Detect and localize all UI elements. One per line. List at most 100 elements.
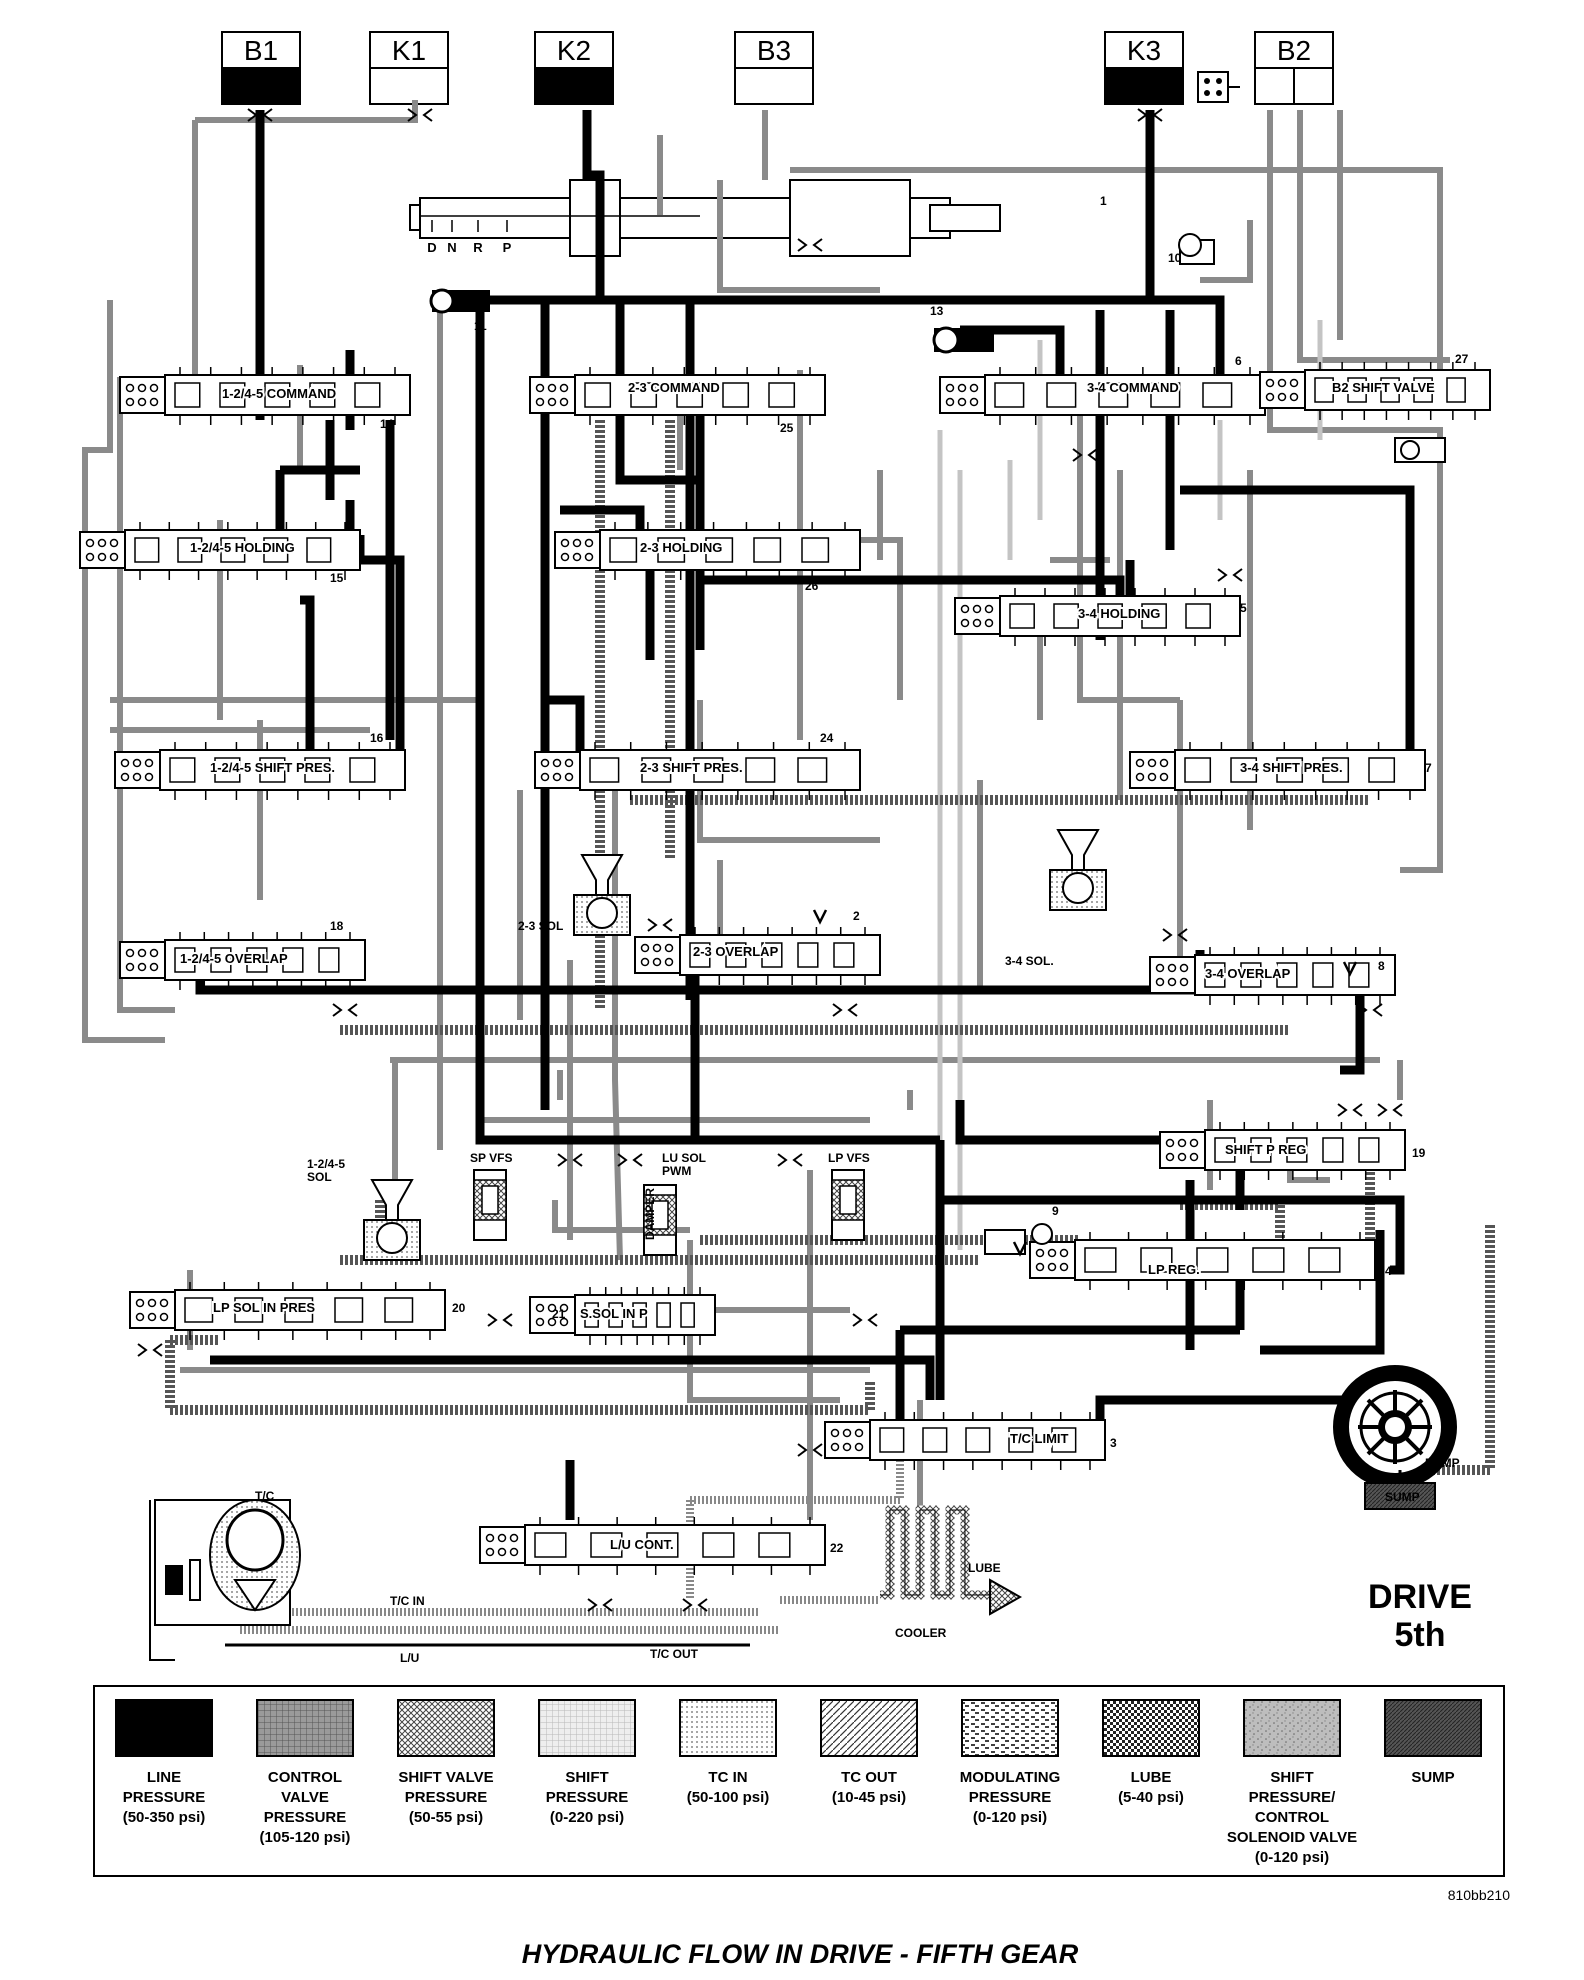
- gear-state-line-1: DRIVE: [1368, 1578, 1472, 1616]
- orifice-marker: [247, 108, 273, 122]
- clutch-b3: B3: [734, 31, 814, 105]
- solenoid-2-3-sol: 2-3 SOL: [518, 854, 631, 936]
- valve-number: 25: [780, 421, 794, 435]
- legend-text: PRESSURE: [405, 1789, 488, 1806]
- valve-number: 5: [1240, 601, 1247, 615]
- solenoid-label: 1-2/4-5: [307, 1157, 345, 1171]
- solenoid-label: 2-3 SOL: [518, 919, 563, 933]
- orifice-marker: [647, 918, 673, 932]
- valve-number: 20: [452, 1301, 466, 1315]
- valve-number: 27: [1455, 352, 1469, 366]
- legend-text: SHIFT VALVE: [398, 1769, 493, 1786]
- legend-swatch: [1384, 1699, 1482, 1757]
- legend-swatch: [961, 1699, 1059, 1757]
- valve-lp-reg: LP REG. 4: [1029, 1232, 1392, 1290]
- valve-label: 3-4 OVERLAP: [1205, 966, 1291, 981]
- solenoid-label: LU SOL: [662, 1151, 706, 1165]
- legend-text: SOLENOID VALVE: [1227, 1829, 1357, 1846]
- valve-number: 18: [330, 919, 344, 933]
- diagram-caption: HYDRAULIC FLOW IN DRIVE - FIFTH GEAR: [522, 1939, 1079, 1969]
- valve-label: 2-3 OVERLAP: [693, 944, 779, 959]
- valve-label: 2-3 HOLDING: [640, 540, 722, 555]
- orifice-marker: [407, 108, 433, 122]
- orifice-marker: [1162, 928, 1188, 942]
- clutch-k3: K3: [1104, 31, 1184, 105]
- legend-text: LUBE: [1131, 1769, 1172, 1786]
- label-tc: T/C: [255, 1489, 275, 1503]
- legend-text: TC IN: [708, 1769, 747, 1786]
- legend-text: (0-120 psi): [1255, 1849, 1329, 1866]
- callout-number-1: 1: [1100, 194, 1107, 208]
- legend-text: (105-120 psi): [260, 1829, 351, 1846]
- label-tc-in: T/C IN: [390, 1594, 425, 1608]
- clutch-k2: K2: [534, 31, 614, 105]
- solenoid-label: PWM: [662, 1164, 691, 1178]
- selector-position-p: P: [503, 240, 512, 255]
- solenoid-label: LP VFS: [828, 1151, 870, 1165]
- legend-text: SHIFT: [1270, 1769, 1313, 1786]
- legend-text: (0-220 psi): [550, 1809, 624, 1826]
- legend-text: CONTROL: [268, 1769, 342, 1786]
- orifice-marker: [1217, 568, 1243, 582]
- solenoid-label: 3-4 SOL.: [1005, 954, 1054, 968]
- label-tc-out: T/C OUT: [650, 1647, 699, 1661]
- legend-item-sump: SUMP: [1384, 1699, 1482, 1786]
- orifice-marker: [1377, 1103, 1403, 1117]
- legend-text: (5-40 psi): [1118, 1789, 1184, 1806]
- solenoid-3-4-sol: 3-4 SOL.: [1005, 829, 1107, 968]
- torque-converter: [149, 1499, 750, 1661]
- orifice-marker: [1357, 1003, 1383, 1017]
- valve-number: 7: [1425, 761, 1432, 775]
- valve-label: LP REG.: [1148, 1262, 1200, 1277]
- legend-text: PRESSURE: [123, 1789, 206, 1806]
- valve-label: 1-2/4-5 SHIFT PRES.: [210, 760, 335, 775]
- label-lu: L/U: [400, 1651, 419, 1665]
- valve-label: L/U CONT.: [610, 1537, 674, 1552]
- valve-label: SHIFT P REG: [1225, 1142, 1306, 1157]
- valve-number: 4: [1385, 1264, 1392, 1278]
- callout-number-11: 11: [474, 319, 487, 333]
- orifice-marker: [587, 1598, 613, 1612]
- clutch-label: K2: [557, 35, 591, 66]
- selector-position-d: D: [427, 240, 436, 255]
- orifice-marker: [797, 238, 823, 252]
- orifice-marker: [617, 1153, 643, 1167]
- legend-text: VALVE: [281, 1789, 329, 1806]
- valve-number: 16: [370, 731, 384, 745]
- label-pump: PUMP: [1425, 1456, 1460, 1470]
- orifice-marker: [487, 1313, 513, 1327]
- legend-text: MODULATING: [960, 1769, 1061, 1786]
- valve-label: 2-3 SHIFT PRES.: [640, 760, 743, 775]
- orifice-marker: [777, 1153, 803, 1167]
- solenoid-lp-vfs: LP VFS: [828, 1151, 870, 1241]
- valve-label: T/C LIMIT: [1010, 1431, 1069, 1446]
- orifice-marker: [682, 1598, 708, 1612]
- legend-item-tc-in: TC IN (50-100 psi): [679, 1699, 777, 1806]
- legend-text: (50-100 psi): [687, 1789, 770, 1806]
- callout-number-10: 10: [1168, 251, 1182, 265]
- legend-swatch: [1243, 1699, 1341, 1757]
- clutch-b2: B2: [1254, 31, 1334, 105]
- legend-swatch: [679, 1699, 777, 1757]
- b2-check-valve: [1197, 71, 1240, 103]
- legend-swatch: [115, 1699, 213, 1757]
- orifice-marker: [1337, 1103, 1363, 1117]
- legend-text: CONTROL: [1255, 1809, 1329, 1826]
- valve-label: S.SOL IN P: [580, 1306, 648, 1321]
- valve-number: 6: [1235, 354, 1242, 368]
